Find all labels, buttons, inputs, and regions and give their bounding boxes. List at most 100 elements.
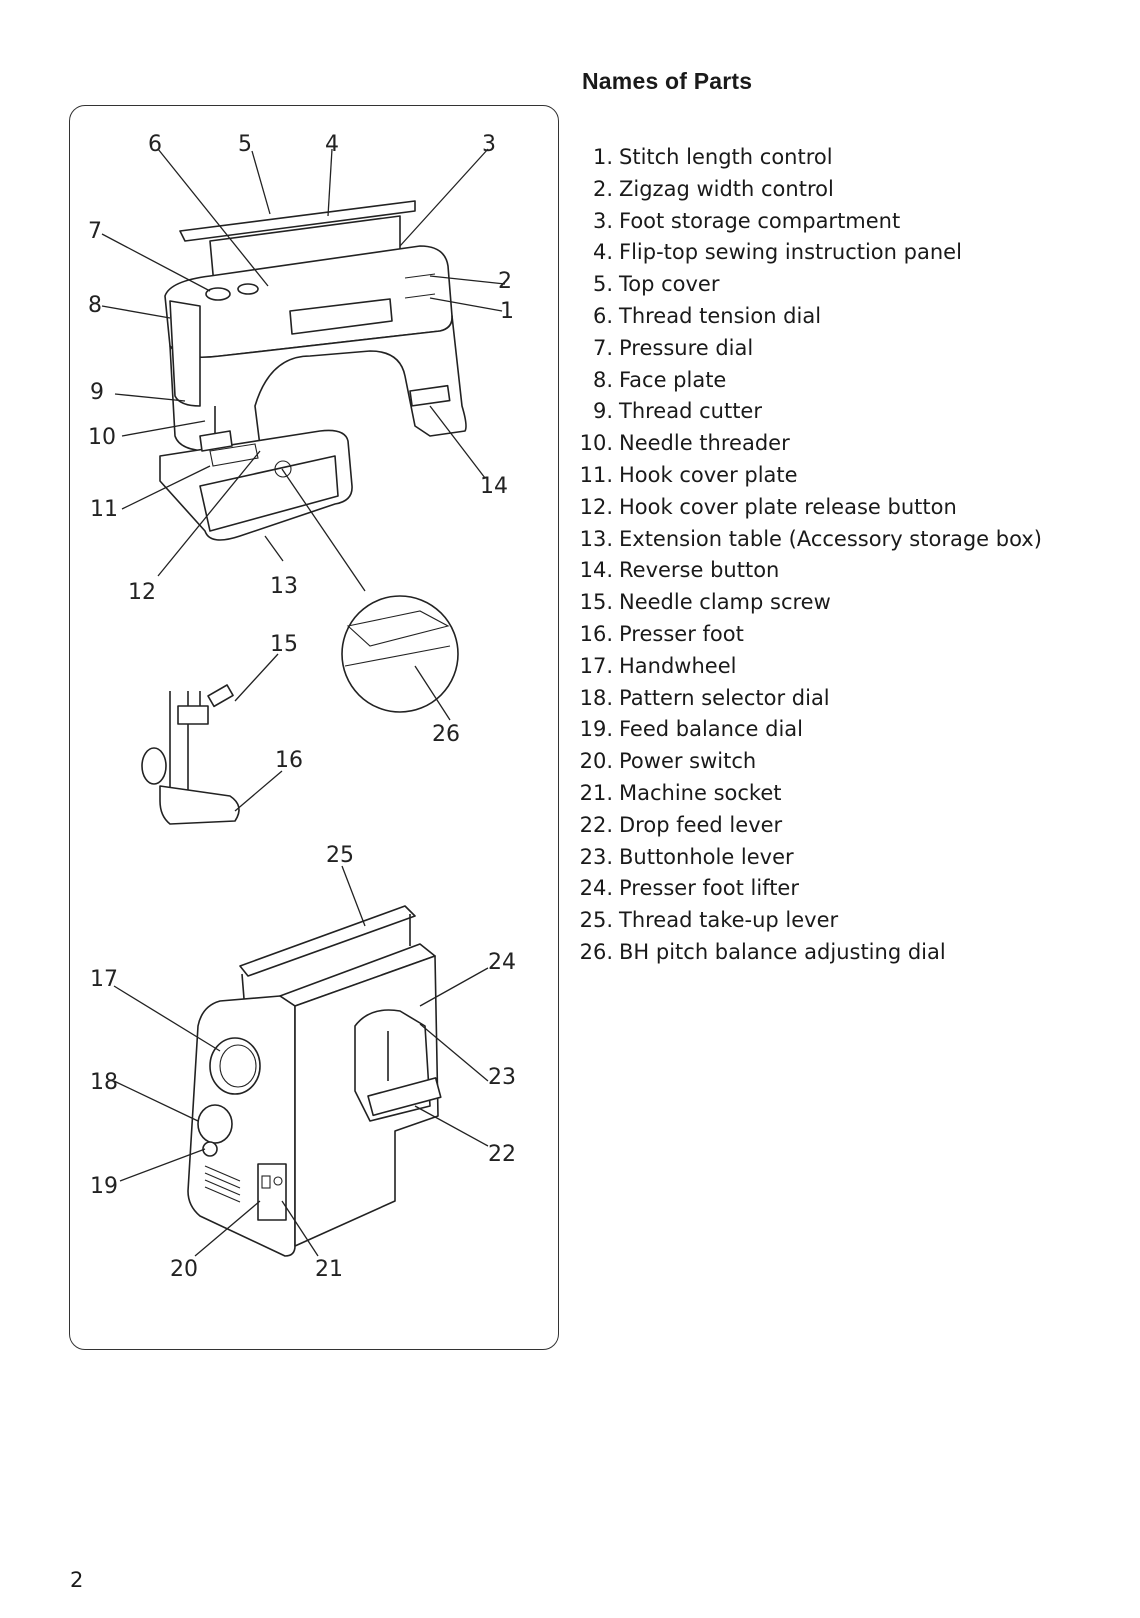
inset-plate-drawing bbox=[346, 610, 450, 647]
part-label: Pattern selector dial bbox=[619, 685, 830, 710]
part-number: 1. bbox=[592, 145, 613, 169]
part-number: 6. bbox=[592, 303, 613, 328]
hook-cover-plate-drawing bbox=[209, 443, 259, 467]
part-label: Reverse button bbox=[619, 558, 780, 583]
part-item: 12.Hook cover plate release button bbox=[575, 492, 1042, 524]
part-item: 25.Thread take-up lever bbox=[575, 905, 1042, 937]
part-number: 10. bbox=[579, 431, 613, 456]
part-item: 11.Hook cover plate bbox=[575, 460, 1042, 492]
part-item: 26.BH pitch balance adjusting dial bbox=[575, 937, 1042, 969]
part-item: 8.Face plate bbox=[575, 365, 1042, 397]
part-label: Thread tension dial bbox=[619, 303, 822, 328]
part-label: Needle threader bbox=[619, 431, 790, 456]
part-number: 26. bbox=[579, 939, 613, 964]
machine-illustration: 6 5 4 3 7 8 2 1 9 10 11 14 12 13 15 26 1… bbox=[88, 132, 516, 1282]
part-label: Top cover bbox=[619, 272, 720, 297]
callout-16: 16 bbox=[275, 748, 303, 773]
callout-6: 6 bbox=[148, 132, 162, 157]
callout-3: 3 bbox=[482, 132, 496, 157]
part-number: 22. bbox=[579, 812, 613, 837]
leader-lines bbox=[101, 148, 506, 1257]
part-item: 20.Power switch bbox=[575, 746, 1042, 778]
part-item: 4.Flip-top sewing instruction panel bbox=[575, 237, 1042, 269]
feed-balance-dial-drawing bbox=[202, 1141, 218, 1157]
part-item: 1.Stitch length control bbox=[575, 142, 1042, 174]
part-label: Hook cover plate bbox=[619, 462, 798, 487]
part-item: 7.Pressure dial bbox=[575, 333, 1042, 365]
part-item: 24.Presser foot lifter bbox=[575, 873, 1042, 905]
callout-10: 10 bbox=[88, 425, 116, 450]
part-number: 12. bbox=[579, 494, 613, 519]
part-number: 2. bbox=[592, 176, 613, 201]
part-label: Extension table (Accessory storage box) bbox=[619, 526, 1042, 551]
part-item: 3.Foot storage compartment bbox=[575, 206, 1042, 238]
part-number: 8. bbox=[592, 367, 613, 392]
part-number: 15. bbox=[579, 590, 613, 615]
part-number: 25. bbox=[579, 908, 613, 933]
part-label: Feed balance dial bbox=[619, 717, 803, 742]
bh-pitch-inset bbox=[341, 595, 459, 713]
part-item: 19.Feed balance dial bbox=[575, 714, 1042, 746]
part-number: 11. bbox=[579, 462, 613, 487]
release-button-drawing bbox=[274, 460, 292, 478]
machine-socket-drawing bbox=[273, 1176, 283, 1186]
part-number: 7. bbox=[592, 335, 613, 360]
part-label: Machine socket bbox=[619, 780, 782, 805]
part-label: Stitch length control bbox=[619, 145, 833, 169]
callout-13: 13 bbox=[270, 574, 298, 599]
callout-21: 21 bbox=[315, 1257, 343, 1282]
callout-2: 2 bbox=[498, 269, 512, 294]
part-item: 18.Pattern selector dial bbox=[575, 683, 1042, 715]
part-number: 17. bbox=[579, 653, 613, 678]
part-label: Hook cover plate release button bbox=[619, 494, 957, 519]
part-number: 14. bbox=[579, 558, 613, 583]
socket-panel-drawing bbox=[257, 1163, 287, 1221]
part-item: 17.Handwheel bbox=[575, 651, 1042, 683]
callout-19: 19 bbox=[90, 1174, 118, 1199]
machine-front-view bbox=[159, 200, 467, 541]
part-number: 3. bbox=[592, 208, 613, 233]
part-item: 14.Reverse button bbox=[575, 555, 1042, 587]
part-label: Drop feed lever bbox=[619, 812, 783, 837]
needle-clamp-drawing bbox=[177, 705, 209, 725]
stitch-length-slider-drawing bbox=[404, 293, 436, 299]
callout-7: 7 bbox=[88, 219, 102, 244]
carry-handle-drawing bbox=[239, 905, 416, 977]
callout-26: 26 bbox=[432, 722, 460, 747]
tension-dial-drawing bbox=[237, 283, 259, 295]
part-label: Foot storage compartment bbox=[619, 208, 901, 233]
callout-15: 15 bbox=[270, 632, 298, 657]
part-item: 5.Top cover bbox=[575, 269, 1042, 301]
part-item: 6.Thread tension dial bbox=[575, 301, 1042, 333]
part-item: 15.Needle clamp screw bbox=[575, 587, 1042, 619]
callout-23: 23 bbox=[488, 1065, 516, 1090]
handwheel-drawing bbox=[209, 1037, 261, 1095]
part-number: 21. bbox=[579, 780, 613, 805]
part-label: Presser foot lifter bbox=[619, 876, 799, 901]
machine-illustration-panel: 6 5 4 3 7 8 2 1 9 10 11 14 12 13 15 26 1… bbox=[69, 105, 559, 1350]
part-number: 23. bbox=[579, 844, 613, 869]
part-label: Needle clamp screw bbox=[619, 590, 831, 615]
part-label: BH pitch balance adjusting dial bbox=[619, 939, 946, 964]
inset-circle-drawing bbox=[341, 595, 459, 713]
back-bed-drawing bbox=[367, 1077, 442, 1117]
part-number: 5. bbox=[592, 272, 613, 297]
part-item: 21.Machine socket bbox=[575, 778, 1042, 810]
part-number: 9. bbox=[592, 399, 613, 424]
part-item: 10.Needle threader bbox=[575, 428, 1042, 460]
part-label: Face plate bbox=[619, 367, 727, 392]
power-switch-drawing bbox=[261, 1175, 271, 1189]
part-number: 20. bbox=[579, 749, 613, 774]
part-item: 2.Zigzag width control bbox=[575, 174, 1042, 206]
part-label: Presser foot bbox=[619, 621, 744, 646]
part-number: 18. bbox=[579, 685, 613, 710]
part-number: 13. bbox=[579, 526, 613, 551]
callout-17: 17 bbox=[90, 967, 118, 992]
handwheel-inner-drawing bbox=[219, 1044, 257, 1088]
part-label: Buttonhole lever bbox=[619, 844, 794, 869]
callout-24: 24 bbox=[488, 950, 516, 975]
part-item: 23.Buttonhole lever bbox=[575, 842, 1042, 874]
part-item: 9.Thread cutter bbox=[575, 396, 1042, 428]
part-item: 16.Presser foot bbox=[575, 619, 1042, 651]
presser-foot-drawing bbox=[159, 785, 240, 825]
